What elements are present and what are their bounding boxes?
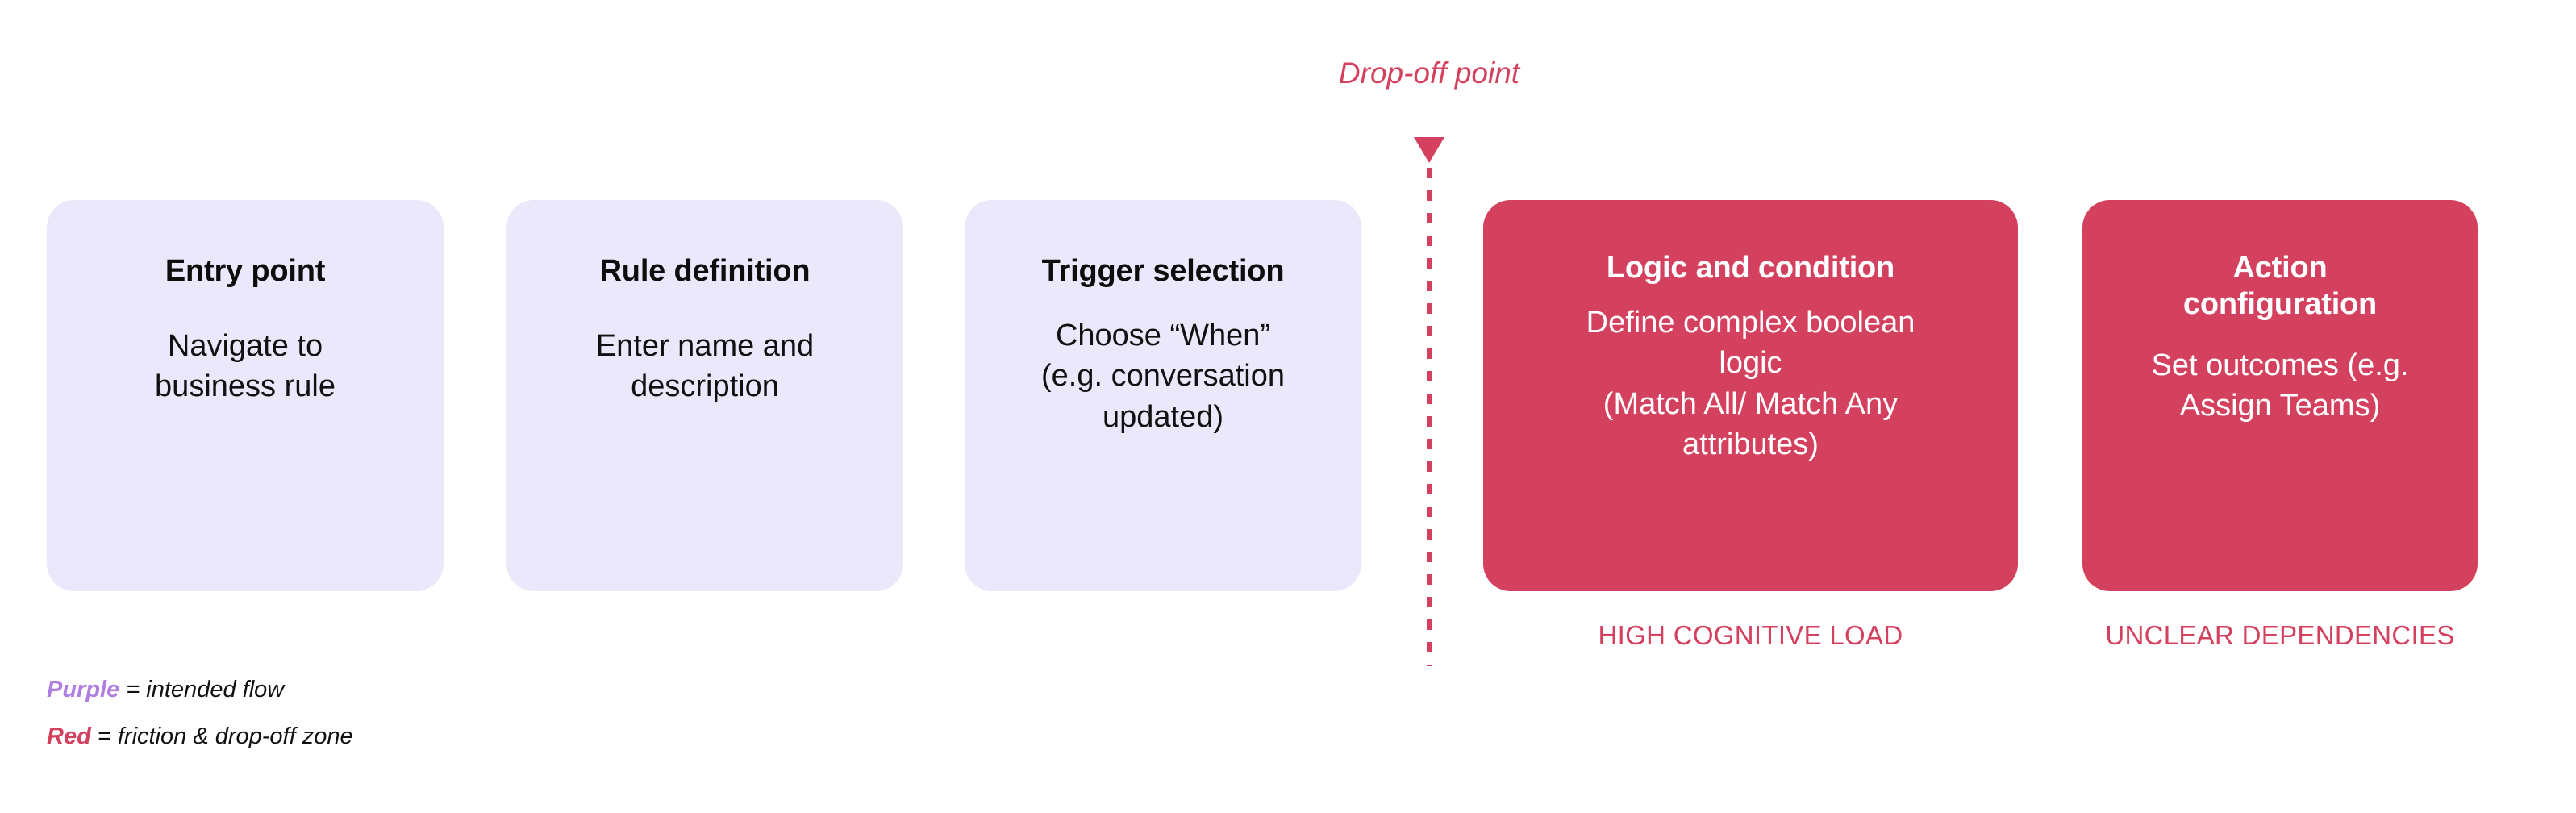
flow-step-body: Define complex boolean logic (Match All/… [1586, 305, 1915, 462]
legend-item-red: Red = friction & drop-off zone [47, 713, 773, 760]
flow-step-title: Entry point [165, 254, 326, 288]
flow-step-body: Choose “When” (e.g. conversation updated… [1040, 318, 1286, 434]
flow-step-body: Enter name and description [595, 328, 815, 404]
flow-step-rule-definition: Rule definition Enter name and descripti… [506, 200, 903, 591]
legend-item-purple: Purple = intended flow [47, 666, 773, 713]
legend-key-red: Red [47, 723, 91, 749]
drop-off-arrow-icon [1414, 137, 1444, 163]
drop-off-dashed-divider [1427, 168, 1432, 666]
flow-step-title: Action configuration [2182, 251, 2378, 321]
drop-off-point-label: Drop-off point [1338, 56, 1520, 90]
flow-step-body: Navigate to business rule [155, 328, 336, 404]
legend: Purple = intended flow Red = friction & … [47, 666, 773, 760]
flow-step-title: Trigger selection [1041, 254, 1285, 288]
legend-key-purple: Purple [47, 677, 120, 703]
flow-step-action-configuration: Action configuration Set outcomes (e.g. … [2082, 200, 2478, 591]
friction-caption-high-cognitive-load: HIGH COGNITIVE LOAD [1598, 620, 1903, 650]
friction-caption-unclear-dependencies: UNCLEAR DEPENDENCIES [2105, 620, 2455, 650]
flow-step-logic-and-condition: Logic and condition Define complex boole… [1483, 200, 2018, 591]
flow-step-title: Rule definition [599, 254, 811, 288]
flow-step-trigger-selection: Trigger selection Choose “When” (e.g. co… [965, 200, 1361, 591]
legend-value-red: = friction & drop-off zone [97, 723, 353, 749]
flow-step-title: Logic and condition [1606, 251, 1895, 285]
legend-value-purple: = intended flow [126, 677, 285, 703]
flow-step-entry-point: Entry point Navigate to business rule [47, 200, 444, 591]
flow-step-body: Set outcomes (e.g. Assign Teams) [2151, 348, 2409, 423]
